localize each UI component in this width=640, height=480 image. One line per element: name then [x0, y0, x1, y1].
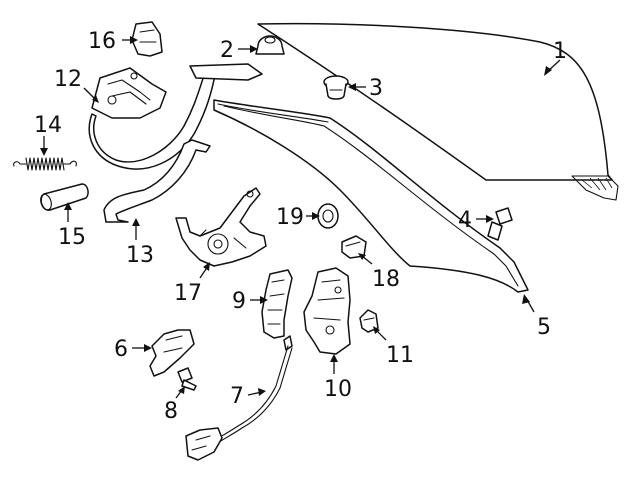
part-6-handle — [149, 329, 195, 377]
callout-6: 6 — [114, 337, 128, 362]
callout-11: 11 — [386, 343, 414, 368]
part-8-bolt — [177, 367, 197, 391]
part-1-trunk-lid — [257, 22, 619, 201]
callout-10: 10 — [324, 377, 352, 402]
part-19-grommet — [317, 203, 339, 229]
callout-labels: 1 2 3 4 5 6 7 8 9 10 11 12 13 14 15 16 1… — [34, 29, 567, 424]
part-10-latch — [303, 267, 351, 355]
part-17-actuator — [175, 187, 267, 267]
callout-5: 5 — [537, 315, 551, 340]
callout-4: 4 — [458, 208, 472, 233]
part-3-bumper — [323, 75, 349, 100]
callout-3: 3 — [369, 76, 383, 101]
callout-16: 16 — [88, 29, 116, 54]
part-7-cable — [185, 335, 293, 461]
part-9-bracket — [261, 269, 293, 339]
callout-12: 12 — [54, 67, 82, 92]
callout-8: 8 — [164, 399, 178, 424]
callout-18: 18 — [372, 267, 400, 292]
part-4-stud — [487, 207, 513, 241]
callout-7: 7 — [230, 384, 244, 409]
callout-17: 17 — [174, 281, 202, 306]
part-5-weatherstrip — [213, 99, 529, 293]
callout-19: 19 — [276, 205, 304, 230]
callout-14: 14 — [34, 113, 62, 138]
part-14-spring — [13, 157, 77, 171]
callout-13: 13 — [126, 243, 154, 268]
callout-15: 15 — [58, 225, 86, 250]
leader-lines — [40, 36, 561, 399]
callout-9: 9 — [232, 289, 246, 314]
part-13-torsion-bar — [103, 139, 211, 223]
part-16-clip — [131, 21, 163, 57]
part-2-grommet — [255, 35, 285, 55]
part-15-buffer — [40, 183, 89, 211]
callout-2: 2 — [220, 38, 234, 63]
callout-1: 1 — [553, 39, 567, 64]
